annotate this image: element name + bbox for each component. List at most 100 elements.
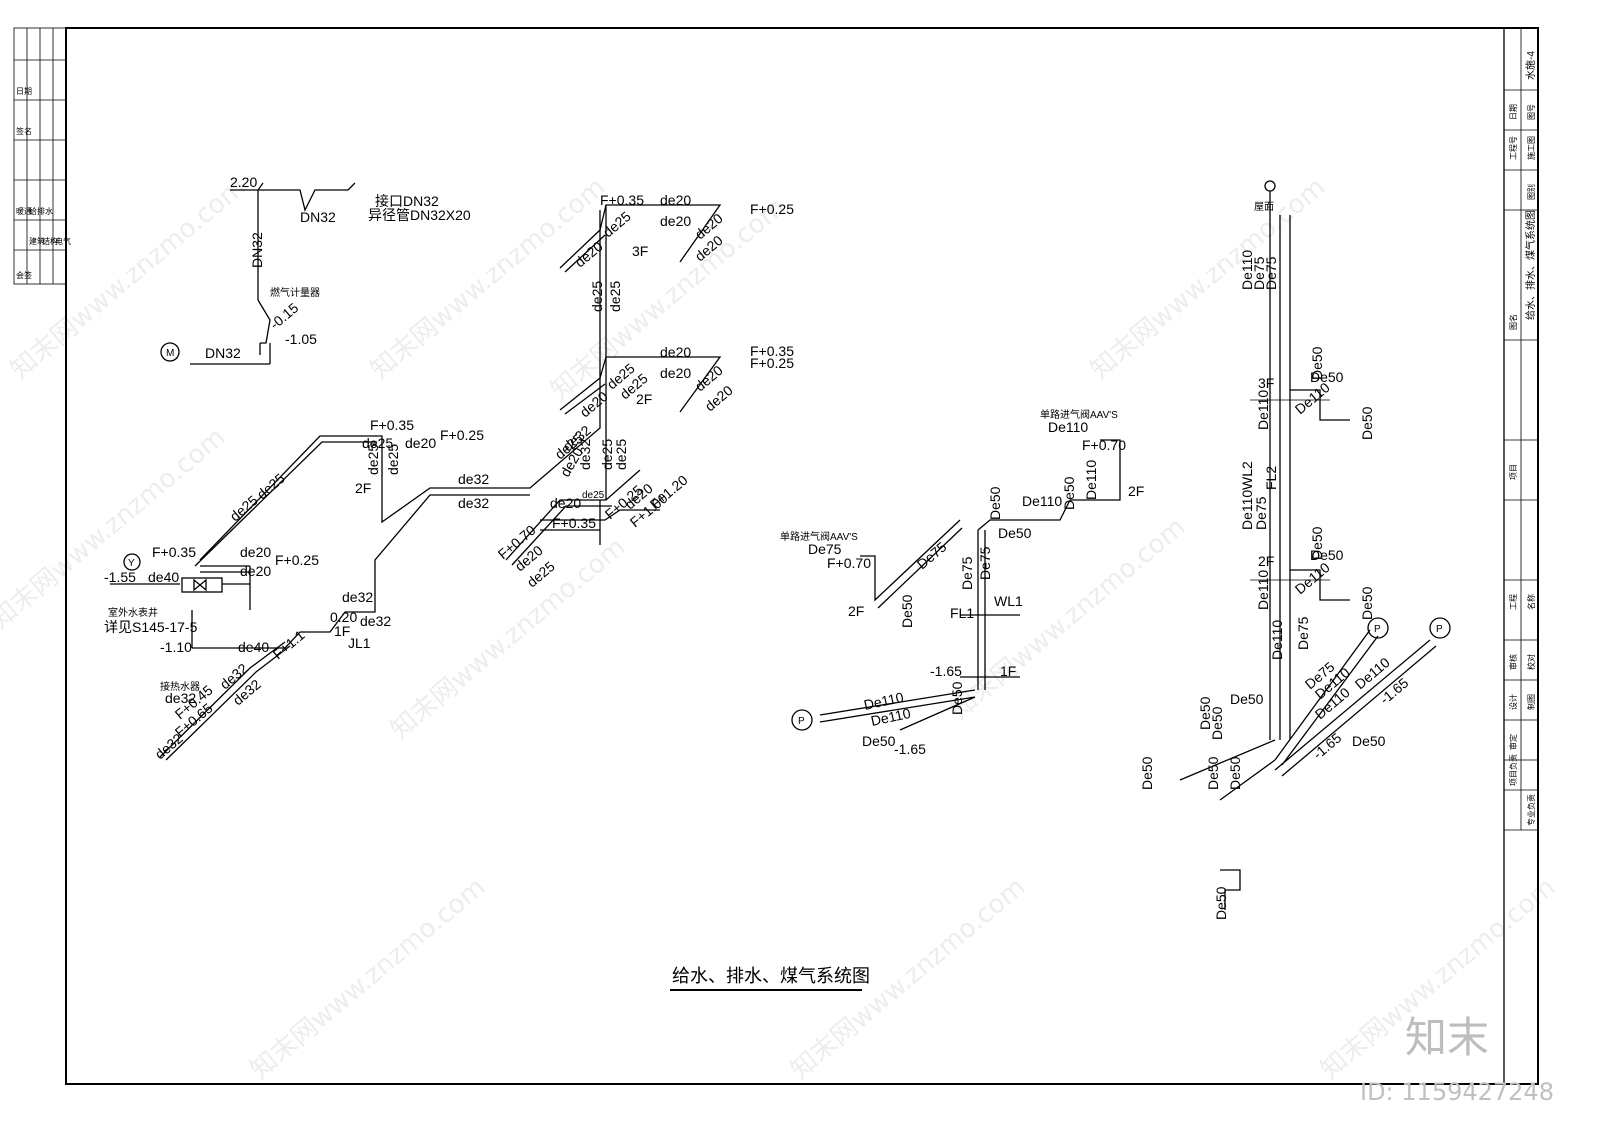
pipe-label: De110 — [1255, 390, 1271, 430]
strip-label: 给排水 — [29, 206, 53, 216]
pipe-label: 单路进气阀AAV'S — [780, 530, 858, 543]
pipe-label: 单路进气阀AAV'S — [1040, 408, 1118, 421]
pipe-label: 2.20 — [230, 174, 257, 190]
pipe-label: F+0.35 — [750, 343, 794, 359]
pipe-label: De50 — [1309, 526, 1325, 560]
sheet-number: 水施-4 — [1524, 51, 1537, 80]
pipe-label: de25 — [582, 490, 605, 501]
title-block-label: 工程 — [1509, 594, 1518, 610]
pipe-label: F+0.25 — [440, 427, 484, 443]
title-block-label: 工程号 — [1509, 136, 1518, 160]
pipe-label: de40 — [148, 569, 179, 585]
pipe-label: F+0.25 — [750, 201, 794, 217]
watermark-text: 知末网www.znzmo.com — [385, 532, 631, 745]
pipe-label: De50 — [1310, 369, 1344, 385]
pipe-label: De110 — [1292, 559, 1333, 597]
pipe-label: FL2 — [1263, 466, 1279, 490]
pipe-label: de20 — [240, 563, 271, 579]
title-block-label: 校对 — [1526, 654, 1536, 670]
watermark-text: 知末网www.znzmo.com — [945, 512, 1191, 725]
pipe-label: De110 — [1269, 620, 1285, 660]
project-name: 施工图 — [1526, 136, 1536, 160]
valve-icon — [123, 553, 141, 571]
strip-label: 暖通 — [16, 206, 32, 216]
gas-system: M 2.20 DN32 DN32 接口DN32 异径管DN32X20 燃气计量器… — [160, 174, 471, 365]
pipe-label: DN32 — [300, 209, 336, 225]
pipe-label: De50 — [1230, 691, 1264, 707]
pipe-label: -1.65 — [930, 663, 962, 679]
title-block-label: 审核 — [1508, 654, 1518, 670]
pipe-label: de25 — [599, 439, 615, 470]
title-block-label: 项目 — [1509, 464, 1518, 480]
strip-label: 电气 — [55, 236, 71, 246]
left-signature-strip: 会签 建筑 结构 电气 暖通 给排水 日期 签名 — [13, 27, 71, 285]
pipe-label: De50 — [949, 681, 965, 715]
pipe-label: De75 — [959, 556, 975, 590]
title-block-label: 专业负责 — [1526, 794, 1536, 826]
pipe-label: De110 — [1239, 250, 1255, 290]
pipe-label: -1.55 — [104, 569, 136, 585]
pipe-label: De110 — [1022, 493, 1062, 509]
drawing-title: 给水、排水、煤气系统图 — [672, 966, 870, 987]
pipe-label: 3F — [632, 243, 648, 259]
pipe-label: Y — [128, 558, 135, 569]
pipe-label: JL1 — [348, 635, 371, 651]
title-block-label: 日期 — [1509, 104, 1518, 120]
title-block-label: 制图 — [1526, 694, 1536, 710]
pipe-label: 室外水表井 — [108, 606, 158, 619]
strip-label: 建筑 — [29, 236, 45, 246]
pipe-label: P — [1374, 624, 1381, 635]
pipe-label: De50 — [1309, 346, 1325, 380]
pipe-label: F+0.70 — [1082, 437, 1126, 453]
watermark-text: 知末网www.znzmo.com — [0, 422, 231, 635]
pipe-label: 3F — [1258, 375, 1274, 391]
pipe-label: de32 — [577, 439, 593, 470]
pipe-label: De75 — [1263, 256, 1279, 290]
watermark-text: 知末网www.znzmo.com — [1085, 172, 1331, 385]
pipe-label: De50 — [1310, 547, 1344, 563]
brand-watermark: 知末 — [1405, 1013, 1489, 1062]
strip-label: 签名 — [16, 126, 32, 136]
watermark-layer: 知末网www.znzmo.com 知末网www.znzmo.com 知末网www… — [0, 172, 1561, 1085]
pipe-label: De75 — [1295, 616, 1311, 650]
pipe-label: de25 — [589, 281, 605, 312]
pipe-label: de20 — [660, 365, 691, 381]
title-block-label: 名称 — [1526, 594, 1536, 610]
pipe-label: de20 — [660, 213, 691, 229]
pipe-label: 异径管DN32X20 — [368, 207, 471, 223]
pipe-label: De50 — [1197, 696, 1213, 730]
drain-outlet-icon — [1429, 617, 1451, 639]
drawing-frame — [65, 27, 1539, 1085]
pipe-label: De50 — [1359, 406, 1375, 440]
pipe-label: De75 — [1251, 256, 1267, 290]
pipe-label: de20 — [660, 192, 691, 208]
drain-outlet-icon — [1367, 617, 1389, 639]
pipe-label: De50 — [1352, 733, 1386, 749]
pipe-label: de20 — [572, 238, 606, 270]
gas-meter-icon — [160, 342, 180, 362]
pipe-label: P — [798, 716, 805, 727]
pipe-label: DN32 — [249, 232, 265, 268]
pipe-label: De75 — [808, 541, 842, 557]
pipe-label: F+0.35 — [370, 417, 414, 433]
pipe-label: De75 — [914, 538, 950, 572]
pipe-label: De110 — [1255, 570, 1271, 610]
pipe-label: de32 — [165, 690, 196, 706]
pipe-label: De50 — [1205, 756, 1221, 790]
pipe-label: De50 — [862, 733, 896, 749]
pipe-label: F+0.70 — [827, 555, 871, 571]
strip-label: 日期 — [16, 87, 32, 96]
strip-label: 结构 — [42, 236, 58, 246]
pipe-label: de25 — [362, 435, 393, 451]
title-block: 水施-4 日期 图号 工程号 施工图 图别 给水、排水、煤气系统图 图名 项目 … — [1503, 28, 1538, 1084]
pipe-label: F+0.25 — [750, 355, 794, 371]
pipe-label: 2F — [1258, 553, 1274, 569]
pipe-label: de32 — [458, 495, 489, 511]
pipe-label: 接热水器 — [160, 680, 200, 693]
pipe-label: De50 — [899, 594, 915, 628]
pipe-label: De50 — [1209, 706, 1225, 740]
pipe-label: -0.15 — [267, 299, 302, 332]
title-block-label: 项目负责 — [1508, 754, 1518, 786]
